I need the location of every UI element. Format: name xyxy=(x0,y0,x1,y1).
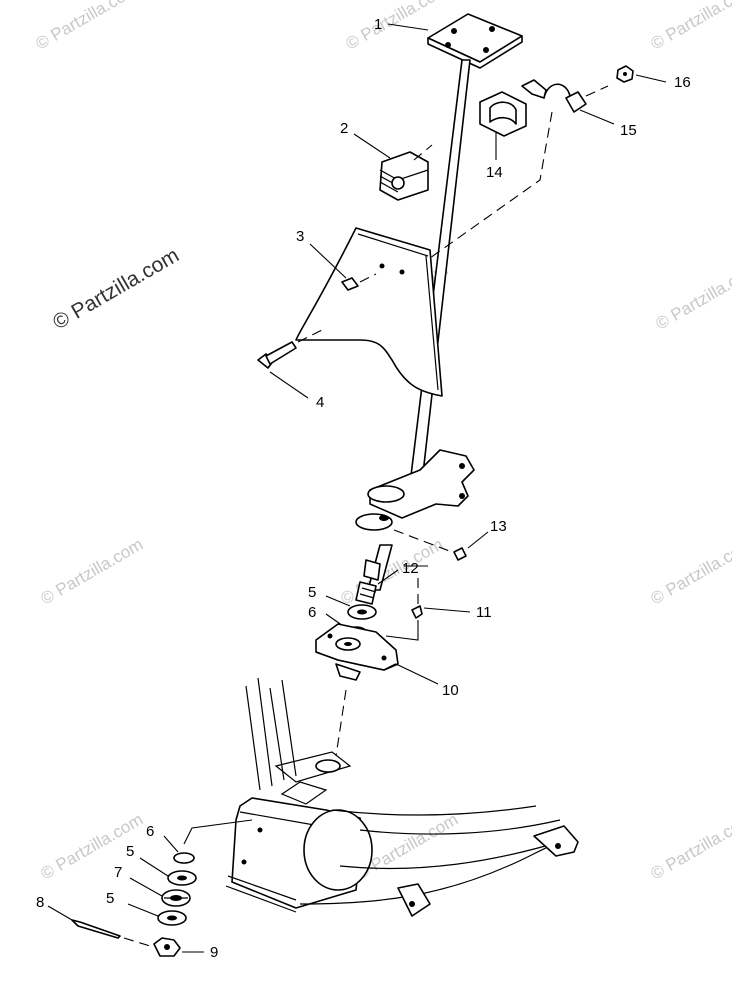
lower-bracket-part xyxy=(315,623,439,757)
callout-12: 12 xyxy=(402,560,419,577)
steering-cover-part xyxy=(295,227,443,397)
screw-part xyxy=(309,243,377,291)
callout-15: 15 xyxy=(620,122,637,139)
cotter-pin-part xyxy=(71,919,151,947)
callout-labels: 1 2 3 4 5 6 6 5 7 5 8 9 10 11 12 13 14 1… xyxy=(36,16,691,961)
watermark: © Partzilla.com xyxy=(653,260,732,334)
callout-7: 7 xyxy=(114,864,122,881)
callout-6: 6 xyxy=(308,604,316,621)
watermark: © Partzilla.com xyxy=(648,0,732,53)
axle-tube xyxy=(299,805,579,917)
nut-part xyxy=(616,65,667,83)
shaft-bracket-part xyxy=(355,449,475,531)
bolt-part xyxy=(257,329,323,399)
lower-housing-part xyxy=(225,797,373,913)
callout-5: 5 xyxy=(106,890,114,907)
callout-11: 11 xyxy=(476,604,492,621)
callout-14: 14 xyxy=(486,164,503,181)
rivet-part xyxy=(393,529,489,561)
top-plate-part xyxy=(427,13,523,69)
watermark: © Partzilla.com xyxy=(648,810,732,884)
watermark: © Partzilla.com xyxy=(33,0,142,53)
splined-coupler-part xyxy=(355,559,399,605)
lower-fastener-stack xyxy=(47,819,253,957)
callout-1: 1 xyxy=(374,16,382,33)
bushing-block-part xyxy=(379,144,433,201)
ring-lower-part xyxy=(173,852,195,864)
callout-9: 9 xyxy=(210,944,218,961)
callout-6: 6 xyxy=(146,823,154,840)
clamp-with-tabs-part xyxy=(521,79,615,125)
watermark-large: © Partzilla.com xyxy=(49,244,183,335)
clamp-half-part xyxy=(479,91,527,160)
castle-nut-part xyxy=(153,937,181,957)
leader-1 xyxy=(387,23,429,31)
leader-2 xyxy=(353,133,391,159)
callout-5: 5 xyxy=(308,584,316,601)
callout-16: 16 xyxy=(674,74,691,91)
callout-5: 5 xyxy=(126,843,134,860)
callout-8: 8 xyxy=(36,894,44,911)
alignment-line xyxy=(429,111,553,259)
watermark: © Partzilla.com xyxy=(38,535,147,609)
callout-3: 3 xyxy=(296,228,304,245)
callout-2: 2 xyxy=(340,120,348,137)
watermark: © Partzilla.com xyxy=(648,535,732,609)
bearing-part xyxy=(161,889,191,907)
callout-13: 13 xyxy=(490,518,507,535)
callout-10: 10 xyxy=(442,682,459,699)
pin-part xyxy=(385,578,471,641)
frame-outline xyxy=(245,677,352,805)
callout-4: 4 xyxy=(316,394,324,411)
washer-upper-part xyxy=(325,595,377,620)
